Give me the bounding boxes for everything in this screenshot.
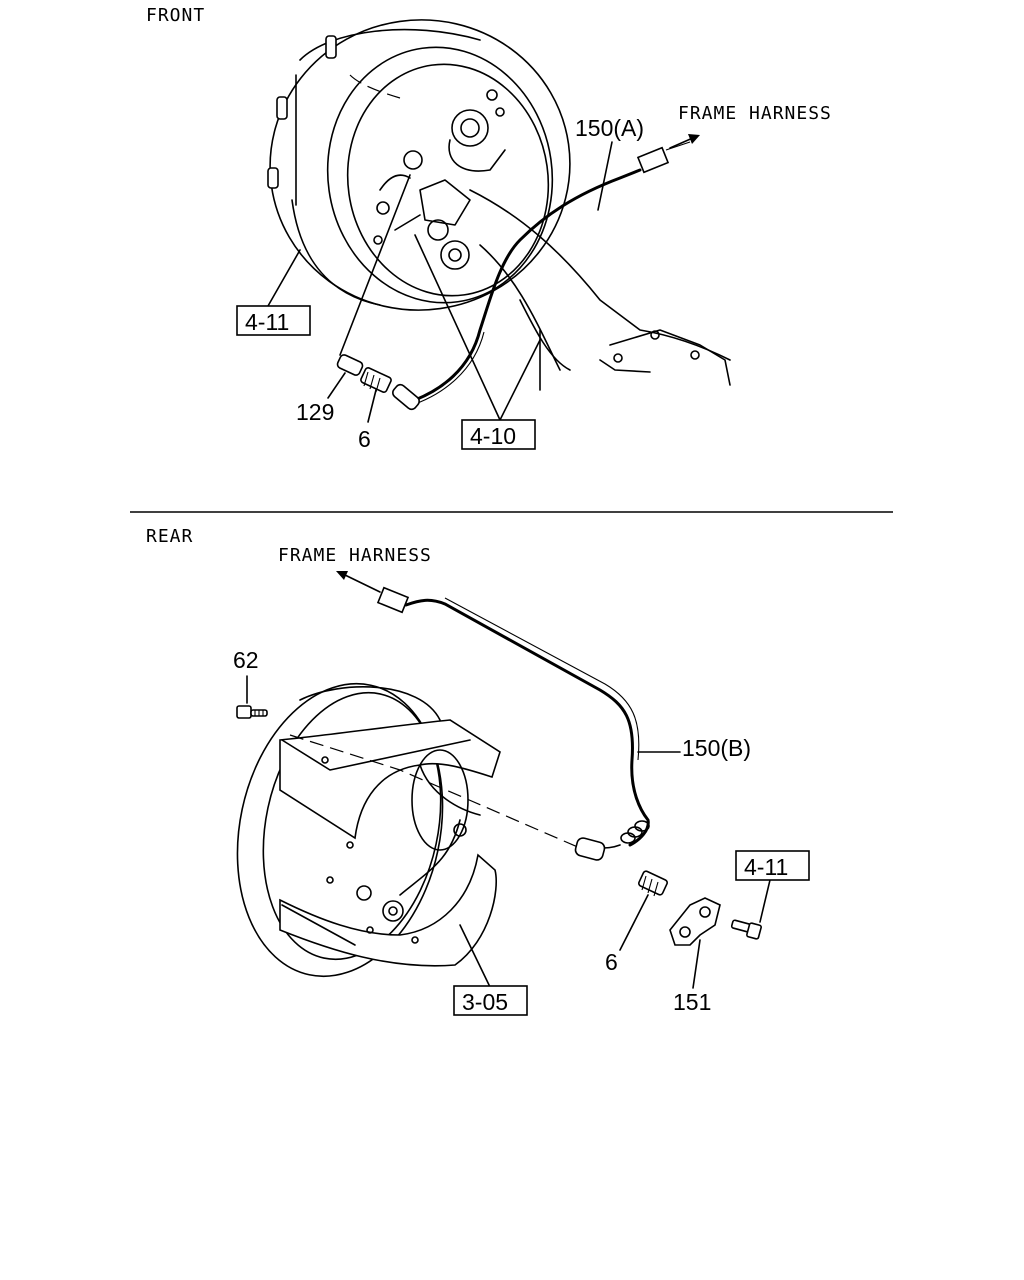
front-leader-spacer-axis [339,174,411,356]
rear-heading: REAR [146,526,193,547]
rear-callout-3-05: 3-05 [462,989,508,1015]
rear-ref-box-3-05 [453,985,528,1016]
front-spacer-sleeve [336,354,392,393]
front-hub-drum [267,19,571,311]
front-leader-129 [327,372,346,399]
front-section: FRONT [146,5,832,452]
front-leader-150a [597,141,613,211]
front-axle-beam [469,189,731,391]
rear-bracket-bolt [730,919,762,940]
rear-callout-151: 151 [673,989,711,1015]
rear-sleeve-6 [638,870,668,897]
rear-leader-151 [692,939,701,989]
rear-callout-6: 6 [605,949,618,975]
front-callout-150a: 150(A) [575,115,644,141]
rear-leader-4-11 [759,879,771,923]
front-heading: FRONT [146,5,205,26]
front-leader-6 [367,389,377,423]
rear-bracket-151 [669,897,721,946]
rear-sensor-axis [289,734,581,849]
rear-leader-6 [619,894,649,951]
rear-bolt-62 [236,705,268,719]
front-callout-4-11: 4-11 [245,309,289,335]
rear-sensor-harness [376,586,650,861]
front-callout-4-10: 4-10 [470,423,516,449]
rear-callout-4-11: 4-11 [744,854,788,880]
rear-callout-62: 62 [233,647,259,673]
front-leader-4-11 [267,249,301,307]
front-frame-harness-label: FRAME HARNESS [678,103,832,124]
rear-ref-box-4-11 [735,850,810,881]
rear-frame-harness-label: FRAME HARNESS [278,545,432,566]
rear-harness-arrow [344,574,381,593]
rear-callout-150b: 150(B) [682,735,751,761]
front-sensor-harness [392,134,700,411]
front-callout-129: 129 [296,399,334,425]
rear-section: REAR FRAME HARNESS [146,526,810,1016]
front-ref-box-4-11 [236,305,311,336]
front-ref-box-4-10 [461,419,536,450]
rear-leader-3-05 [459,924,491,988]
front-callout-6: 6 [358,426,371,452]
